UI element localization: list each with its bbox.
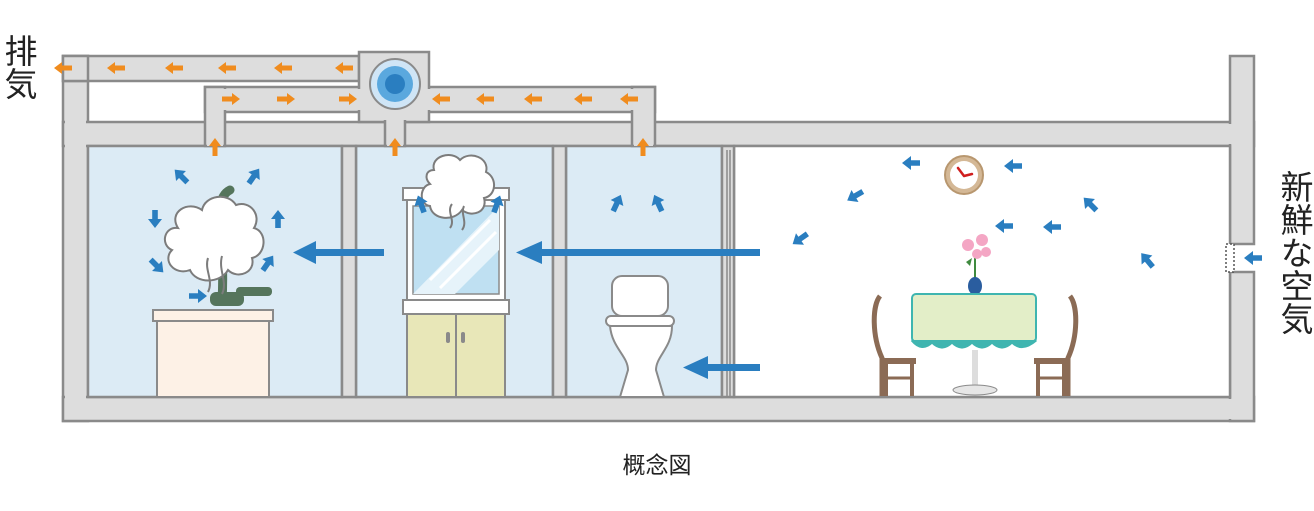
diagram-caption: 概念図 xyxy=(622,453,692,479)
washroom-steam-icon xyxy=(411,154,507,231)
air-vent-icon xyxy=(1225,243,1262,273)
exhaust-fan-icon xyxy=(369,58,421,110)
kitchen-counter xyxy=(152,309,274,398)
toilet-icon xyxy=(605,275,675,398)
exhaust-label: 排気 xyxy=(0,34,38,100)
rooms xyxy=(86,144,1232,399)
dining-table-icon xyxy=(910,293,1037,396)
living-room xyxy=(732,144,1232,399)
vanity-unit xyxy=(402,187,510,398)
flower-vase-icon xyxy=(962,234,991,295)
transfer-airflow-arrows xyxy=(293,241,760,379)
fresh-air-label: 新鮮な空気 xyxy=(1275,170,1314,335)
clock-icon xyxy=(944,155,984,195)
steam-cloud-icon xyxy=(163,195,265,295)
